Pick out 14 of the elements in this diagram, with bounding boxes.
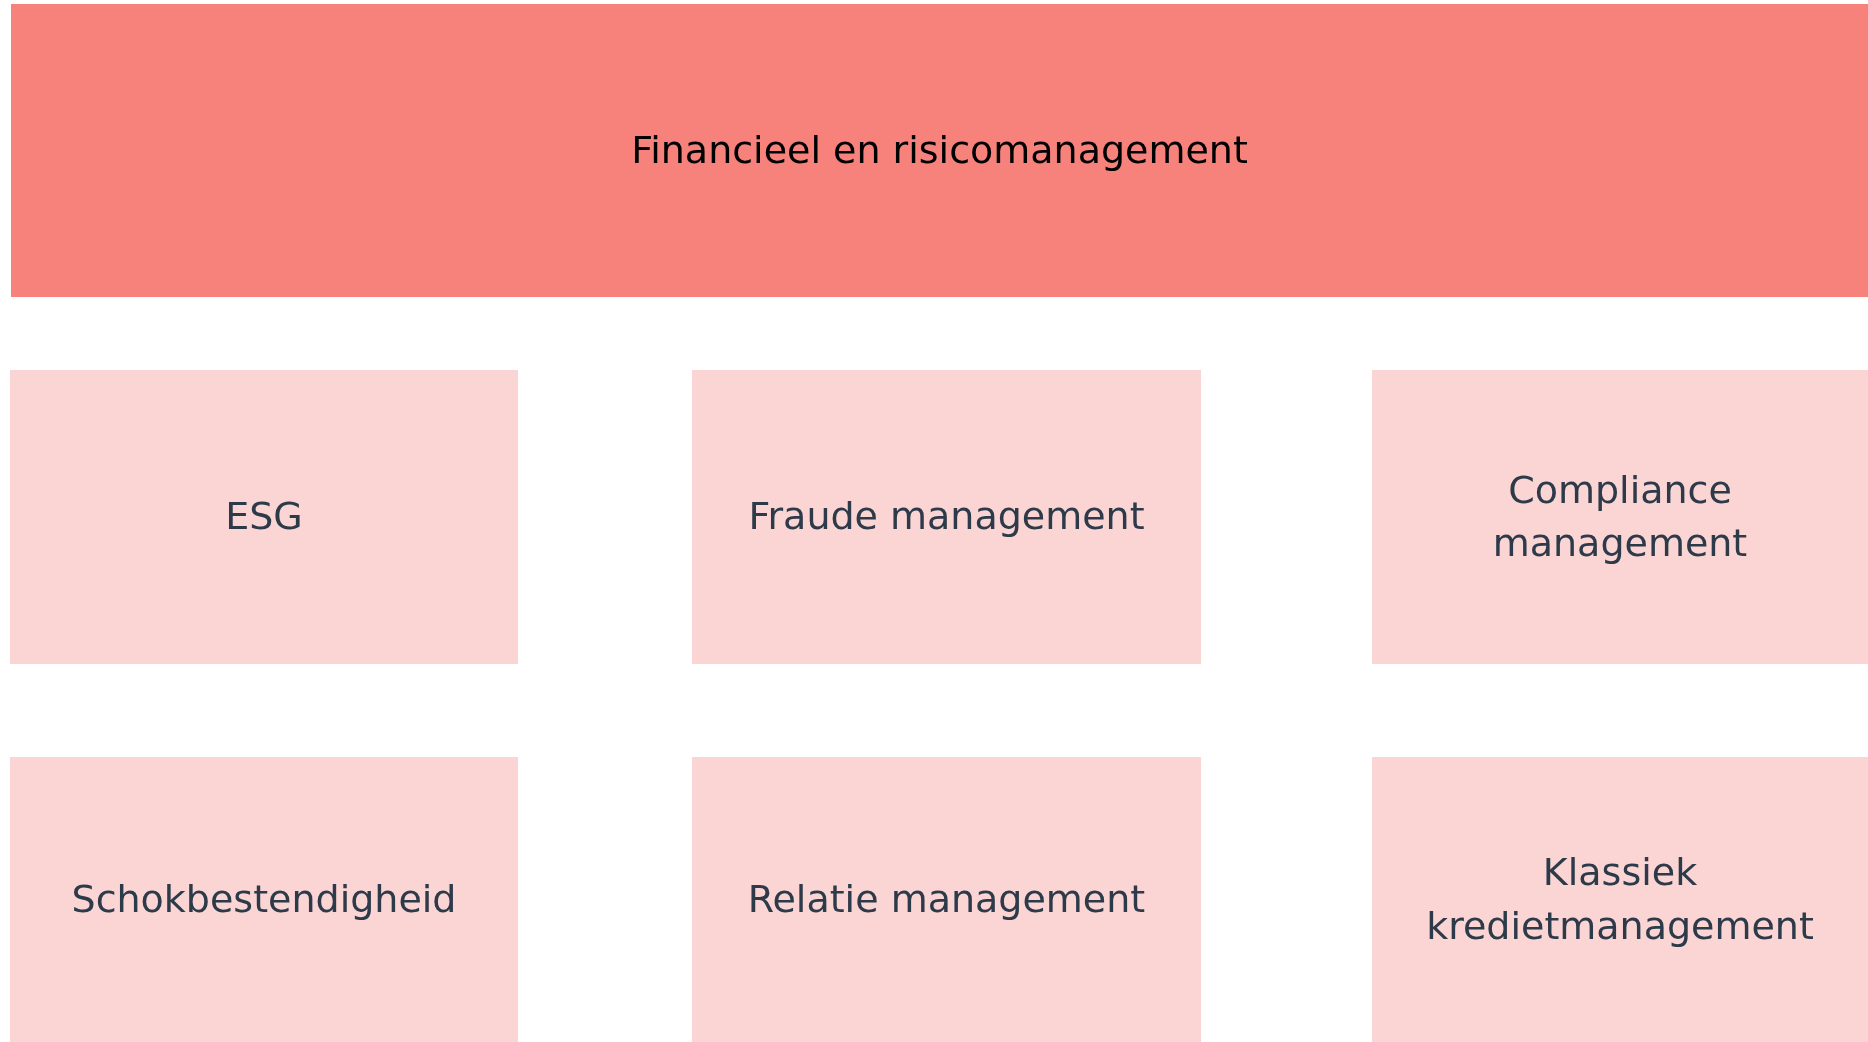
topic-box (1372, 757, 1868, 1042)
box-label: Klassiek kredietmanagement (1425, 849, 1815, 950)
box-label: Relatie management (747, 875, 1146, 923)
header-banner (11, 4, 1868, 297)
box-label: Fraude management (748, 493, 1145, 541)
topic-box (692, 370, 1201, 664)
topic-box (10, 757, 518, 1042)
box-label: Schokbestendigheid (71, 875, 457, 923)
topic-box (692, 757, 1201, 1042)
box-label: ESG (225, 493, 303, 541)
box-label: Compliance management (1491, 466, 1749, 567)
topic-box (1372, 370, 1868, 664)
box-label: Financieel en risicomanagement (631, 126, 1248, 174)
topic-box (10, 370, 518, 664)
